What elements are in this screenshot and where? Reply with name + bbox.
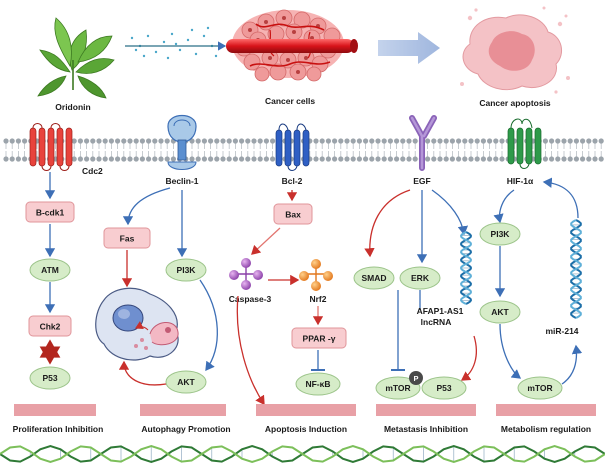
hif-receptor-icon [507,118,542,169]
oridonin-label: Oridonin [55,102,90,112]
hif-label: HIF-1α [507,176,534,186]
progression-arrow [378,32,440,64]
erk-label: ERK [411,273,430,283]
ppar-label: PPAR -γ [303,334,336,344]
atm-oval [29,258,71,282]
metabolism-label: Metabolism regulation [501,424,591,434]
proliferation-bar [14,404,96,416]
bax-box [273,203,313,225]
smad-label: SMAD [361,273,386,283]
p53-a-label: P53 [42,373,57,383]
egf-to-lncrna-arrow [431,189,469,236]
phosphate-marker [409,371,423,385]
akt-b-label: AKT [177,377,195,387]
p53-d-oval [421,376,467,400]
autophagy-bar [140,404,226,416]
lncrna-label: lncRNA [421,317,452,327]
egf-to-smad-arrow [364,189,411,258]
metabolism-bar [496,404,596,416]
afap-label: AFAP1-AS1 [417,306,464,316]
mtor-d-label: mTOR [385,383,410,393]
nrf2-molecule-icon [299,259,333,291]
metastasis-label: Metastasis Inhibition [384,424,468,434]
nfkb-label: NF-κB [305,379,330,389]
akt-b-oval [165,370,207,394]
mir214-label: miR-214 [545,326,578,336]
caspase3-label: Caspase-3 [229,294,272,304]
akt-e-oval [479,300,521,324]
smad-oval [353,266,395,290]
apoptosis-label: Apoptosis Induction [265,424,347,434]
pi3k-e-oval [479,222,521,246]
cancer-apoptosis-icon [460,6,570,94]
bottom-dna-strand-icon [0,444,605,464]
autophagy-cell-icon [95,287,179,361]
fas-label: Fas [120,234,135,244]
proliferation-label: Proliferation Inhibition [13,424,104,434]
lncrna-to-p53-arrow [460,335,477,381]
mir214-to-hif-arrow [542,177,579,219]
dna-helix-icon [459,231,473,305]
beclin-to-fas-arrow [122,187,171,226]
bcdk1-label: B-cdk1 [36,208,65,218]
pi3k-to-akt-arrow [199,279,218,372]
mir214-helix-icon [570,219,582,319]
bax-label: Bax [285,210,301,220]
akt-to-cell-arrow [118,360,167,386]
oridonin-herb-icon [37,17,115,99]
egf-receptor-icon [409,115,437,171]
mtor-e-oval [517,376,563,400]
cancer-cells-icon [226,9,358,82]
nfkb-oval [295,372,341,396]
nrf2-label: Nrf2 [309,294,326,304]
akt-e-label: AKT [491,307,509,317]
akt-to-mtor-e-arrow [499,323,522,379]
autophagy-label: Autophagy Promotion [141,424,230,434]
hif-to-pi3k-arrow [493,189,515,224]
bax-to-caspase-arrow [251,227,281,255]
cdc2-label: Cdc2 [82,166,103,176]
p53-d-label: P53 [436,383,451,393]
caspase-to-apoptosis-arrow [236,295,265,406]
pi3k-b-oval [165,258,207,282]
p53-a-oval [29,366,71,390]
mtor-e-label: mTOR [527,383,552,393]
apoptosis-bar [256,404,356,416]
phosphate-label: P [413,374,418,383]
ppar-box [291,327,347,349]
fas-box [103,227,151,249]
pi3k-e-label: PI3K [491,229,511,239]
egf-label: EGF [413,176,430,186]
beclin-label: Beclin-1 [165,176,198,186]
caspase3-molecule-icon [229,258,263,290]
chk2-box [28,315,72,337]
atm-label: ATM [41,265,59,275]
beclin-receptor-icon [167,114,197,170]
metastasis-bar [376,404,476,416]
erk-oval [399,266,441,290]
bcdk1-box [25,201,75,223]
chk2-label: Chk2 [40,322,61,332]
pi3k-b-label: PI3K [177,265,197,275]
oridonin-particles [130,26,218,60]
cdc2-receptor-icon [29,123,73,171]
cancer-cells-label: Cancer cells [265,96,315,106]
cancer-apoptosis-label: Cancer apoptosis [479,98,551,108]
bcl2-receptor-icon [275,123,310,171]
bcl2-label: Bcl-2 [282,176,303,186]
mtor-to-mir214-arrow [561,344,583,385]
mtor-d-oval [375,376,421,400]
